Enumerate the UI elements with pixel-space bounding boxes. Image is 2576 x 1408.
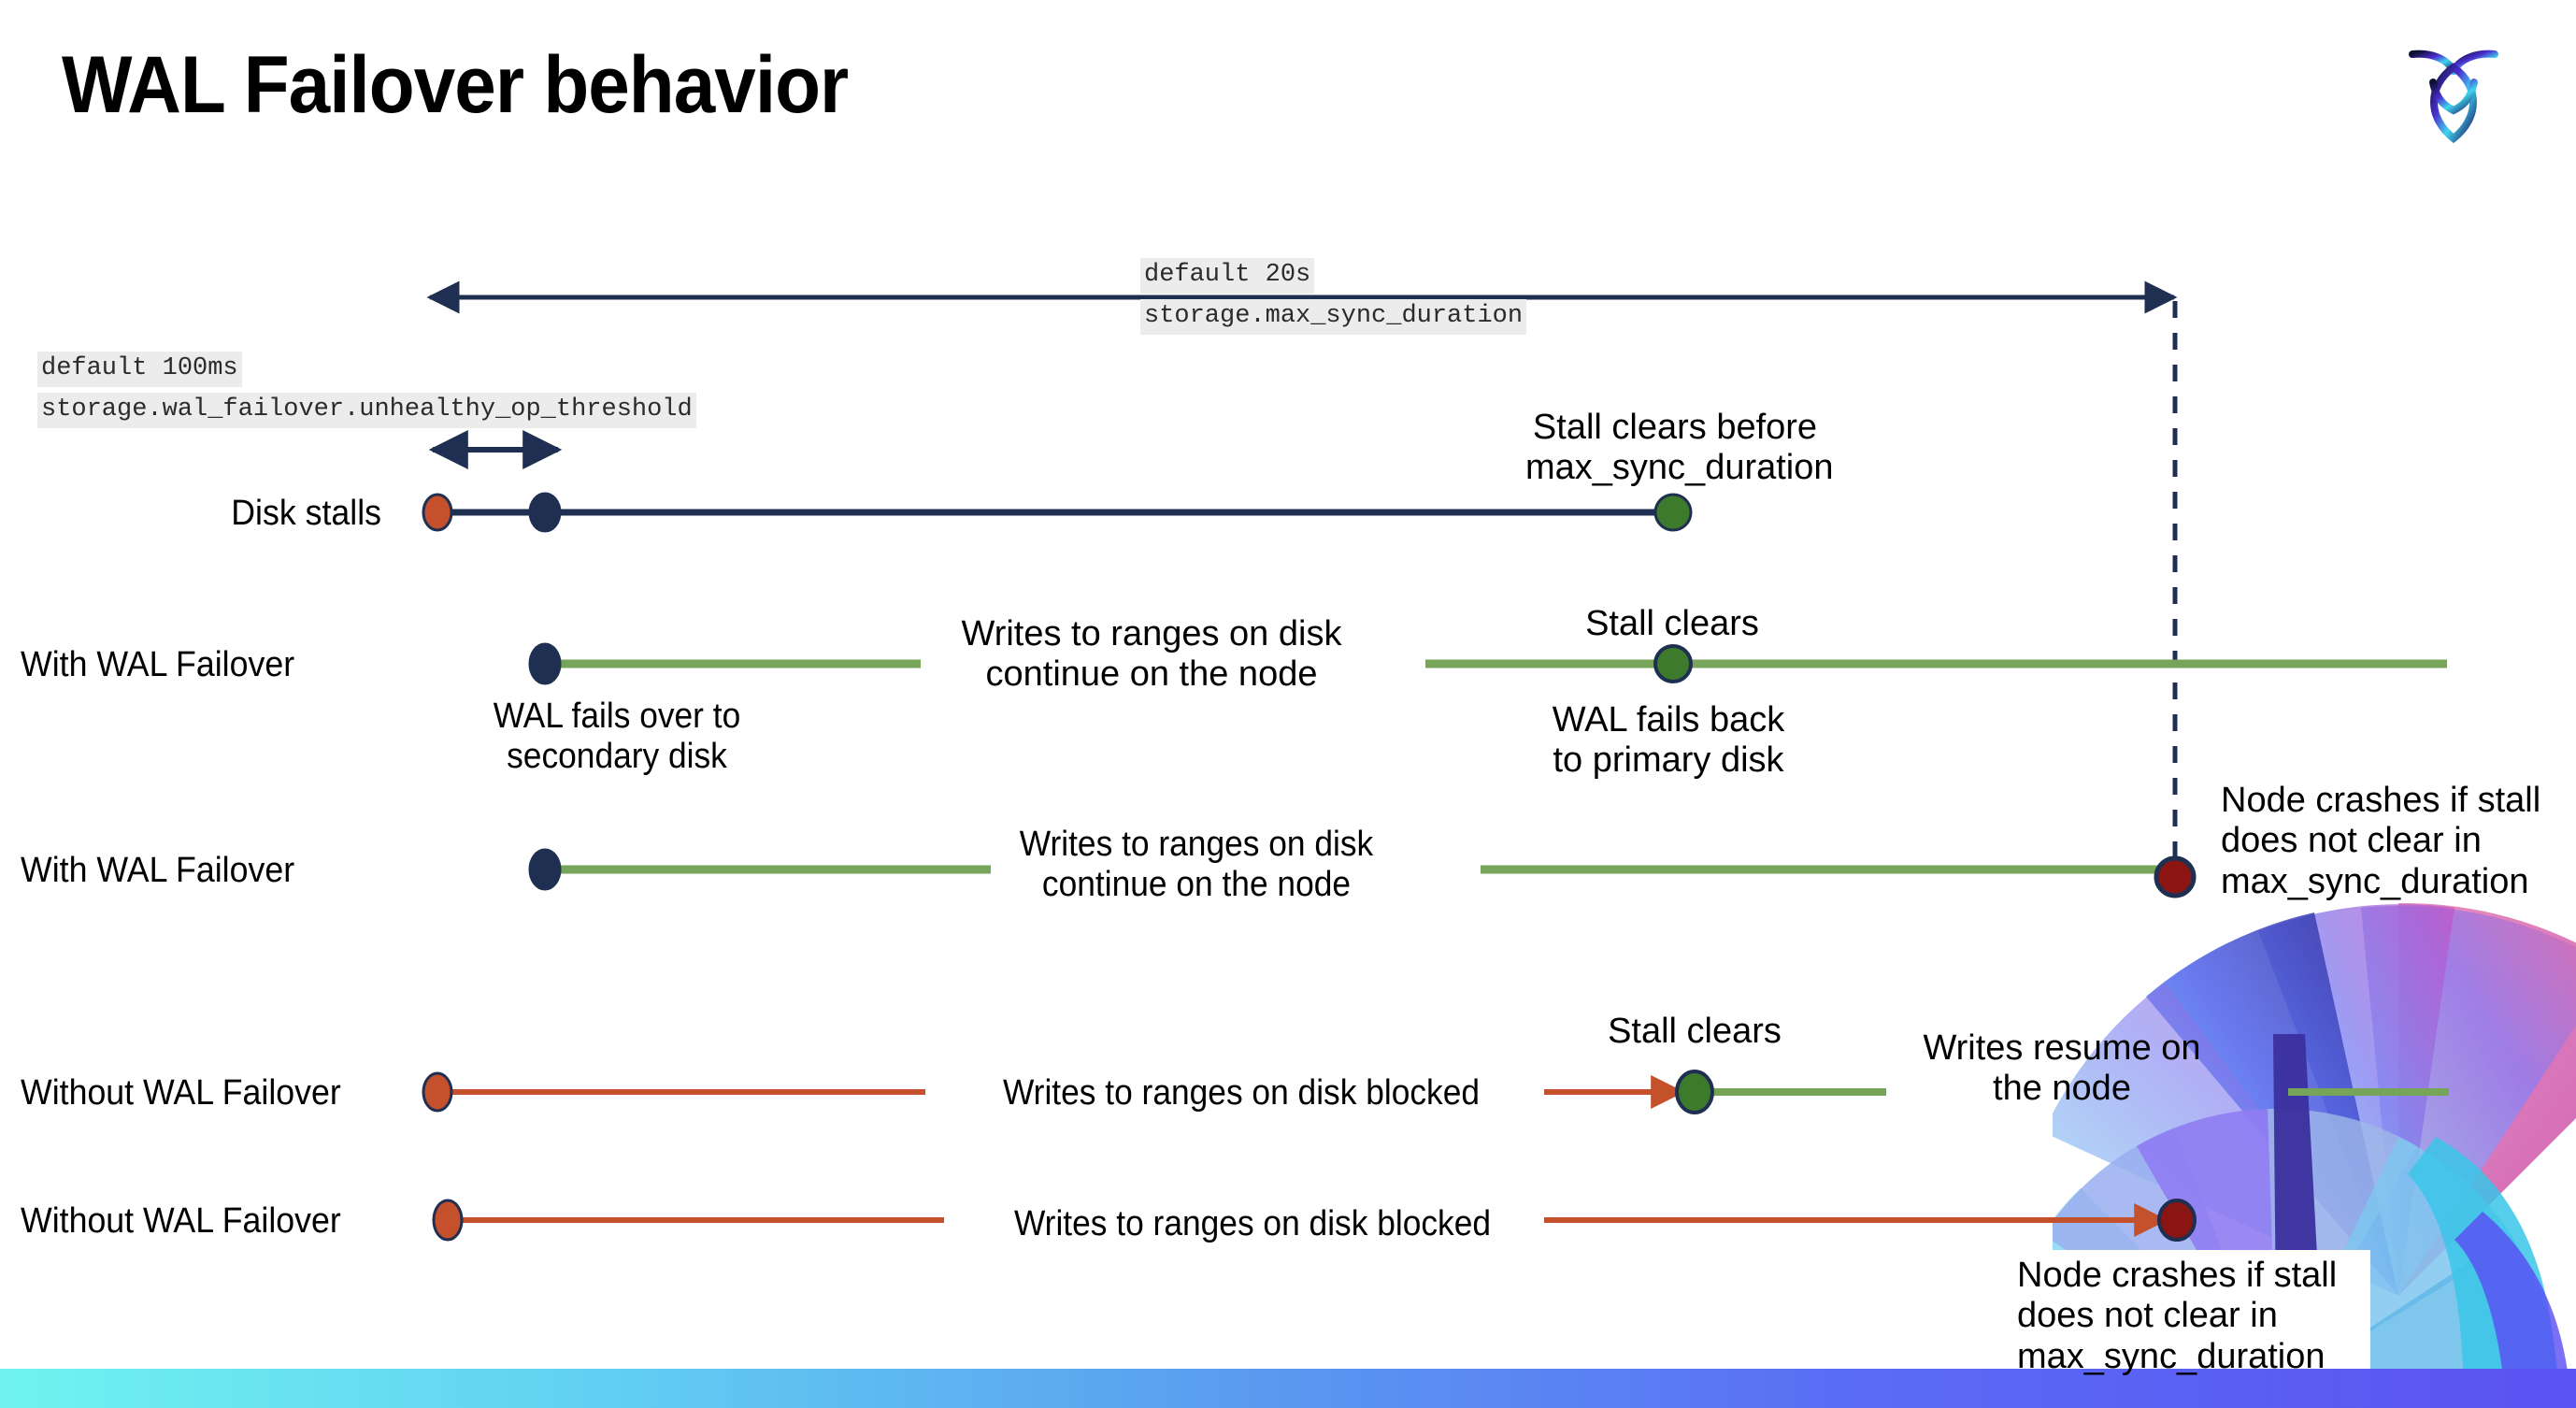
dot-node-crash-2 [2157,1199,2197,1242]
row-without-wal-failover-crashes-track [432,1199,2197,1242]
annotation-writes-continue: Writes to ranges on disk continue on the… [946,614,1357,696]
annotation-line: continue on the node [985,654,1318,695]
annotation-writes-resume: Writes resume on the node [1894,1028,2230,1110]
row-with-wal-failover-crashes-track [528,848,2197,898]
dot-stall-start-row5 [432,1199,464,1242]
annotation-wal-fails-over: WAL fails over to secondary disk [478,697,756,778]
dot-failover-trigger [528,492,562,533]
annotation-line: max_sync_duration [2221,861,2529,901]
annotation-line: Stall clears [1585,604,1759,643]
dot-wal-fails-over-2 [528,848,562,891]
unhealthy-op-setting-chip: storage.wal_failover.unhealthy_op_thresh… [37,393,696,428]
cockroachdb-logo [2388,28,2519,159]
annotation-line: Writes to ranges on disk blocked [1002,1073,1481,1113]
annotation-line: continue on the node [1041,865,1352,905]
dot-stall-start [422,493,453,532]
row-without-wal-failover-recovers-track [422,1070,2449,1114]
annotation-line: secondary disk [507,737,727,777]
annotation-line: max_sync_duration [1525,448,1834,488]
annotation-line: Writes to ranges on disk blocked [1013,1204,1492,1243]
annotation-stall-clears-before: Stall clears before max_sync_duration [1525,408,1834,489]
knockout-above-fan [2053,0,2576,529]
annotation-stall-clears: Stall clears [1522,604,1823,644]
annotation-line: Node crashes if stall [2221,781,2541,820]
unhealthy-op-default-chip: default 100ms [37,352,242,387]
max-sync-setting-chip: storage.max_sync_duration [1140,299,1527,335]
annotation-line: to primary disk [1553,740,1784,781]
annotation-line: Writes to ranges on disk [961,614,1342,654]
row-label-with-wal-failover-2: With WAL Failover [21,851,295,890]
row-label-without-wal-failover-1: Without WAL Failover [21,1073,341,1113]
annotation-stall-clears-2: Stall clears [1572,1012,1817,1052]
annotation-line: Node crashes if stall [2017,1256,2338,1295]
annotation-node-crashes-1: Node crashes if stall does not clear in … [2221,781,2576,902]
annotation-line: does not clear in [2221,821,2482,861]
annotation-line: Writes resume on [1923,1028,2201,1068]
annotation-line: max_sync_duration [2017,1336,2326,1376]
row-disk-stalls-track [422,492,1693,533]
bottom-gradient-band [0,1369,2576,1408]
annotation-line: Stall clears [1608,1012,1782,1051]
annotation-line: WAL fails back [1552,700,1785,740]
row-label-disk-stalls: Disk stalls [231,494,381,533]
knockout-left-of-fan [0,0,2053,1369]
row-label-with-wal-failover-1: With WAL Failover [21,645,295,684]
dot-stall-start-row4 [422,1071,453,1113]
logo-icon [2409,50,2498,144]
annotation-node-crashes-2: Node crashes if stall does not clear in … [2017,1256,2372,1377]
dot-stall-clears-row4 [1675,1070,1714,1114]
annotation-line: WAL fails over to [493,697,741,736]
annotation-line: Writes to ranges on disk [1019,825,1374,864]
dot-node-crash-1 [2154,855,2197,898]
annotation-writes-blocked: Writes to ranges on disk blocked [963,1073,1519,1113]
annotation-line: does not clear in [2017,1296,2278,1336]
row-label-without-wal-failover-2: Without WAL Failover [21,1201,341,1241]
annotation-line: the node [1993,1069,2131,1109]
max-sync-default-chip: default 20s [1140,258,1315,294]
annotation-wal-fails-back: WAL fails back to primary disk [1518,700,1819,782]
annotation-writes-continue-2: Writes to ranges on disk continue on the… [1005,825,1387,906]
dot-stall-clears [1653,493,1693,532]
knockout-callout-backdrop [1963,1250,2370,1369]
row-with-wal-failover-recovers-track [528,642,2447,685]
page-title: WAL Failover behavior [62,40,849,130]
dot-wal-fails-over [528,642,562,685]
annotation-line: Stall clears before [1532,408,1818,447]
dot-stall-clears-row2 [1653,644,1693,683]
annotation-writes-blocked-2: Writes to ranges on disk blocked [974,1204,1530,1244]
